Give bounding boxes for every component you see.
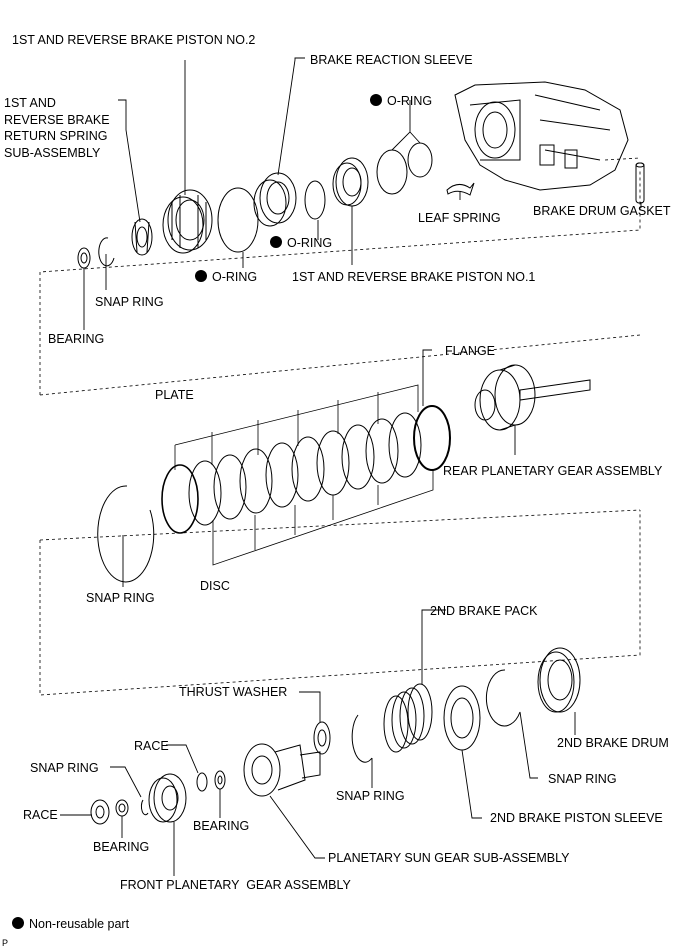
assembly-guide-lines <box>39 157 641 696</box>
brake-reaction-sleeve <box>253 172 297 227</box>
brake-drum-gasket <box>635 162 645 204</box>
label-bearing-1: BEARING <box>48 332 105 346</box>
o-ring-top-callout: O-RING <box>370 94 432 109</box>
label-plate: PLATE <box>155 388 194 402</box>
non-reusable-marker <box>195 270 207 282</box>
flange-ring <box>413 405 451 471</box>
non-reusable-marker <box>370 94 382 106</box>
label-bearing-2: BEARING <box>93 840 150 854</box>
planetary-sun-gear <box>243 743 321 797</box>
second-brake-piston-sleeve <box>443 685 481 751</box>
label-piston-no2: 1ST AND REVERSE BRAKE PISTON NO.2 <box>12 33 256 47</box>
rear-planetary-gear-assembly <box>474 364 591 431</box>
o-ring-top-b <box>407 142 433 178</box>
label-o-ring-left: O-RING <box>212 270 258 284</box>
label-thrust-washer: THRUST WASHER <box>179 685 288 699</box>
label-snap-ring-1: SNAP RING <box>95 295 164 309</box>
label-bearing-3: BEARING <box>193 819 250 833</box>
o-ring-mid <box>304 180 326 220</box>
label-leaf-spring: LEAF SPRING <box>418 211 501 225</box>
race-2 <box>90 799 110 825</box>
return-spring-assembly <box>131 218 153 256</box>
second-brake-pack <box>383 683 433 753</box>
transmission-case <box>454 81 629 191</box>
label-disc: DISC <box>200 579 230 593</box>
snap-ring-3 <box>140 799 149 816</box>
bearing-1 <box>77 247 91 269</box>
snap-ring-5 <box>485 669 521 727</box>
label-snap-ring-2: SNAP RING <box>86 591 155 605</box>
label-snap-ring-4: SNAP RING <box>336 789 405 803</box>
plate-disc-stack <box>161 412 422 534</box>
legend: Non-reusable part <box>12 917 129 931</box>
bearing-3 <box>214 770 226 790</box>
label-snap-ring-3: SNAP RING <box>30 761 99 775</box>
race-1 <box>196 772 208 792</box>
label-race-2: RACE <box>23 808 58 822</box>
leaf-spring <box>446 182 475 196</box>
label-piston-no1: 1ST AND REVERSE BRAKE PISTON NO.1 <box>292 270 536 284</box>
label-2nd-brake-pack: 2ND BRAKE PACK <box>430 604 538 618</box>
piston-no2 <box>162 189 213 254</box>
label-return-spring: 1ST AND REVERSE BRAKE RETURN SPRING SUB-… <box>4 96 110 160</box>
snap-ring-1 <box>98 237 115 267</box>
piston-no1 <box>332 157 369 207</box>
non-reusable-legend-marker <box>12 917 24 929</box>
label-2nd-brake-piston-sleeve: 2ND BRAKE PISTON SLEEVE <box>490 811 663 825</box>
label-brake-drum-gasket: BRAKE DRUM GASKET <box>533 204 671 218</box>
o-ring-top-a <box>376 149 408 195</box>
label-front-planetary: FRONT PLANETARY GEAR ASSEMBLY <box>120 878 351 892</box>
label-snap-ring-5: SNAP RING <box>548 772 617 786</box>
label-o-ring-top: O-RING <box>387 94 433 108</box>
label-brake-reaction-sleeve: BRAKE REACTION SLEEVE <box>310 53 473 67</box>
plate-bracket <box>174 384 434 566</box>
label-flange: FLANGE <box>445 344 496 358</box>
o-ring-mid-callout: O-RING <box>270 236 332 251</box>
non-reusable-marker <box>270 236 282 248</box>
figure-code: P <box>2 938 9 948</box>
bearing-2 <box>115 799 129 817</box>
label-rear-planetary: REAR PLANETARY GEAR ASSEMBLY <box>443 464 663 478</box>
front-planetary-gear <box>148 773 187 823</box>
o-ring-left <box>217 187 259 253</box>
snap-ring-2 <box>97 485 155 583</box>
legend-text: Non-reusable part <box>29 917 130 931</box>
second-brake-drum <box>537 647 581 713</box>
label-o-ring-mid: O-RING <box>287 236 333 250</box>
leader-lines <box>60 57 642 876</box>
label-planetary-sun-gear: PLANETARY SUN GEAR SUB-ASSEMBLY <box>328 851 570 865</box>
snap-ring-4 <box>351 714 373 763</box>
o-ring-left-callout: O-RING <box>195 270 257 285</box>
label-race-1: RACE <box>134 739 169 753</box>
thrust-washer <box>313 721 331 755</box>
label-2nd-brake-drum: 2ND BRAKE DRUM <box>557 736 669 750</box>
